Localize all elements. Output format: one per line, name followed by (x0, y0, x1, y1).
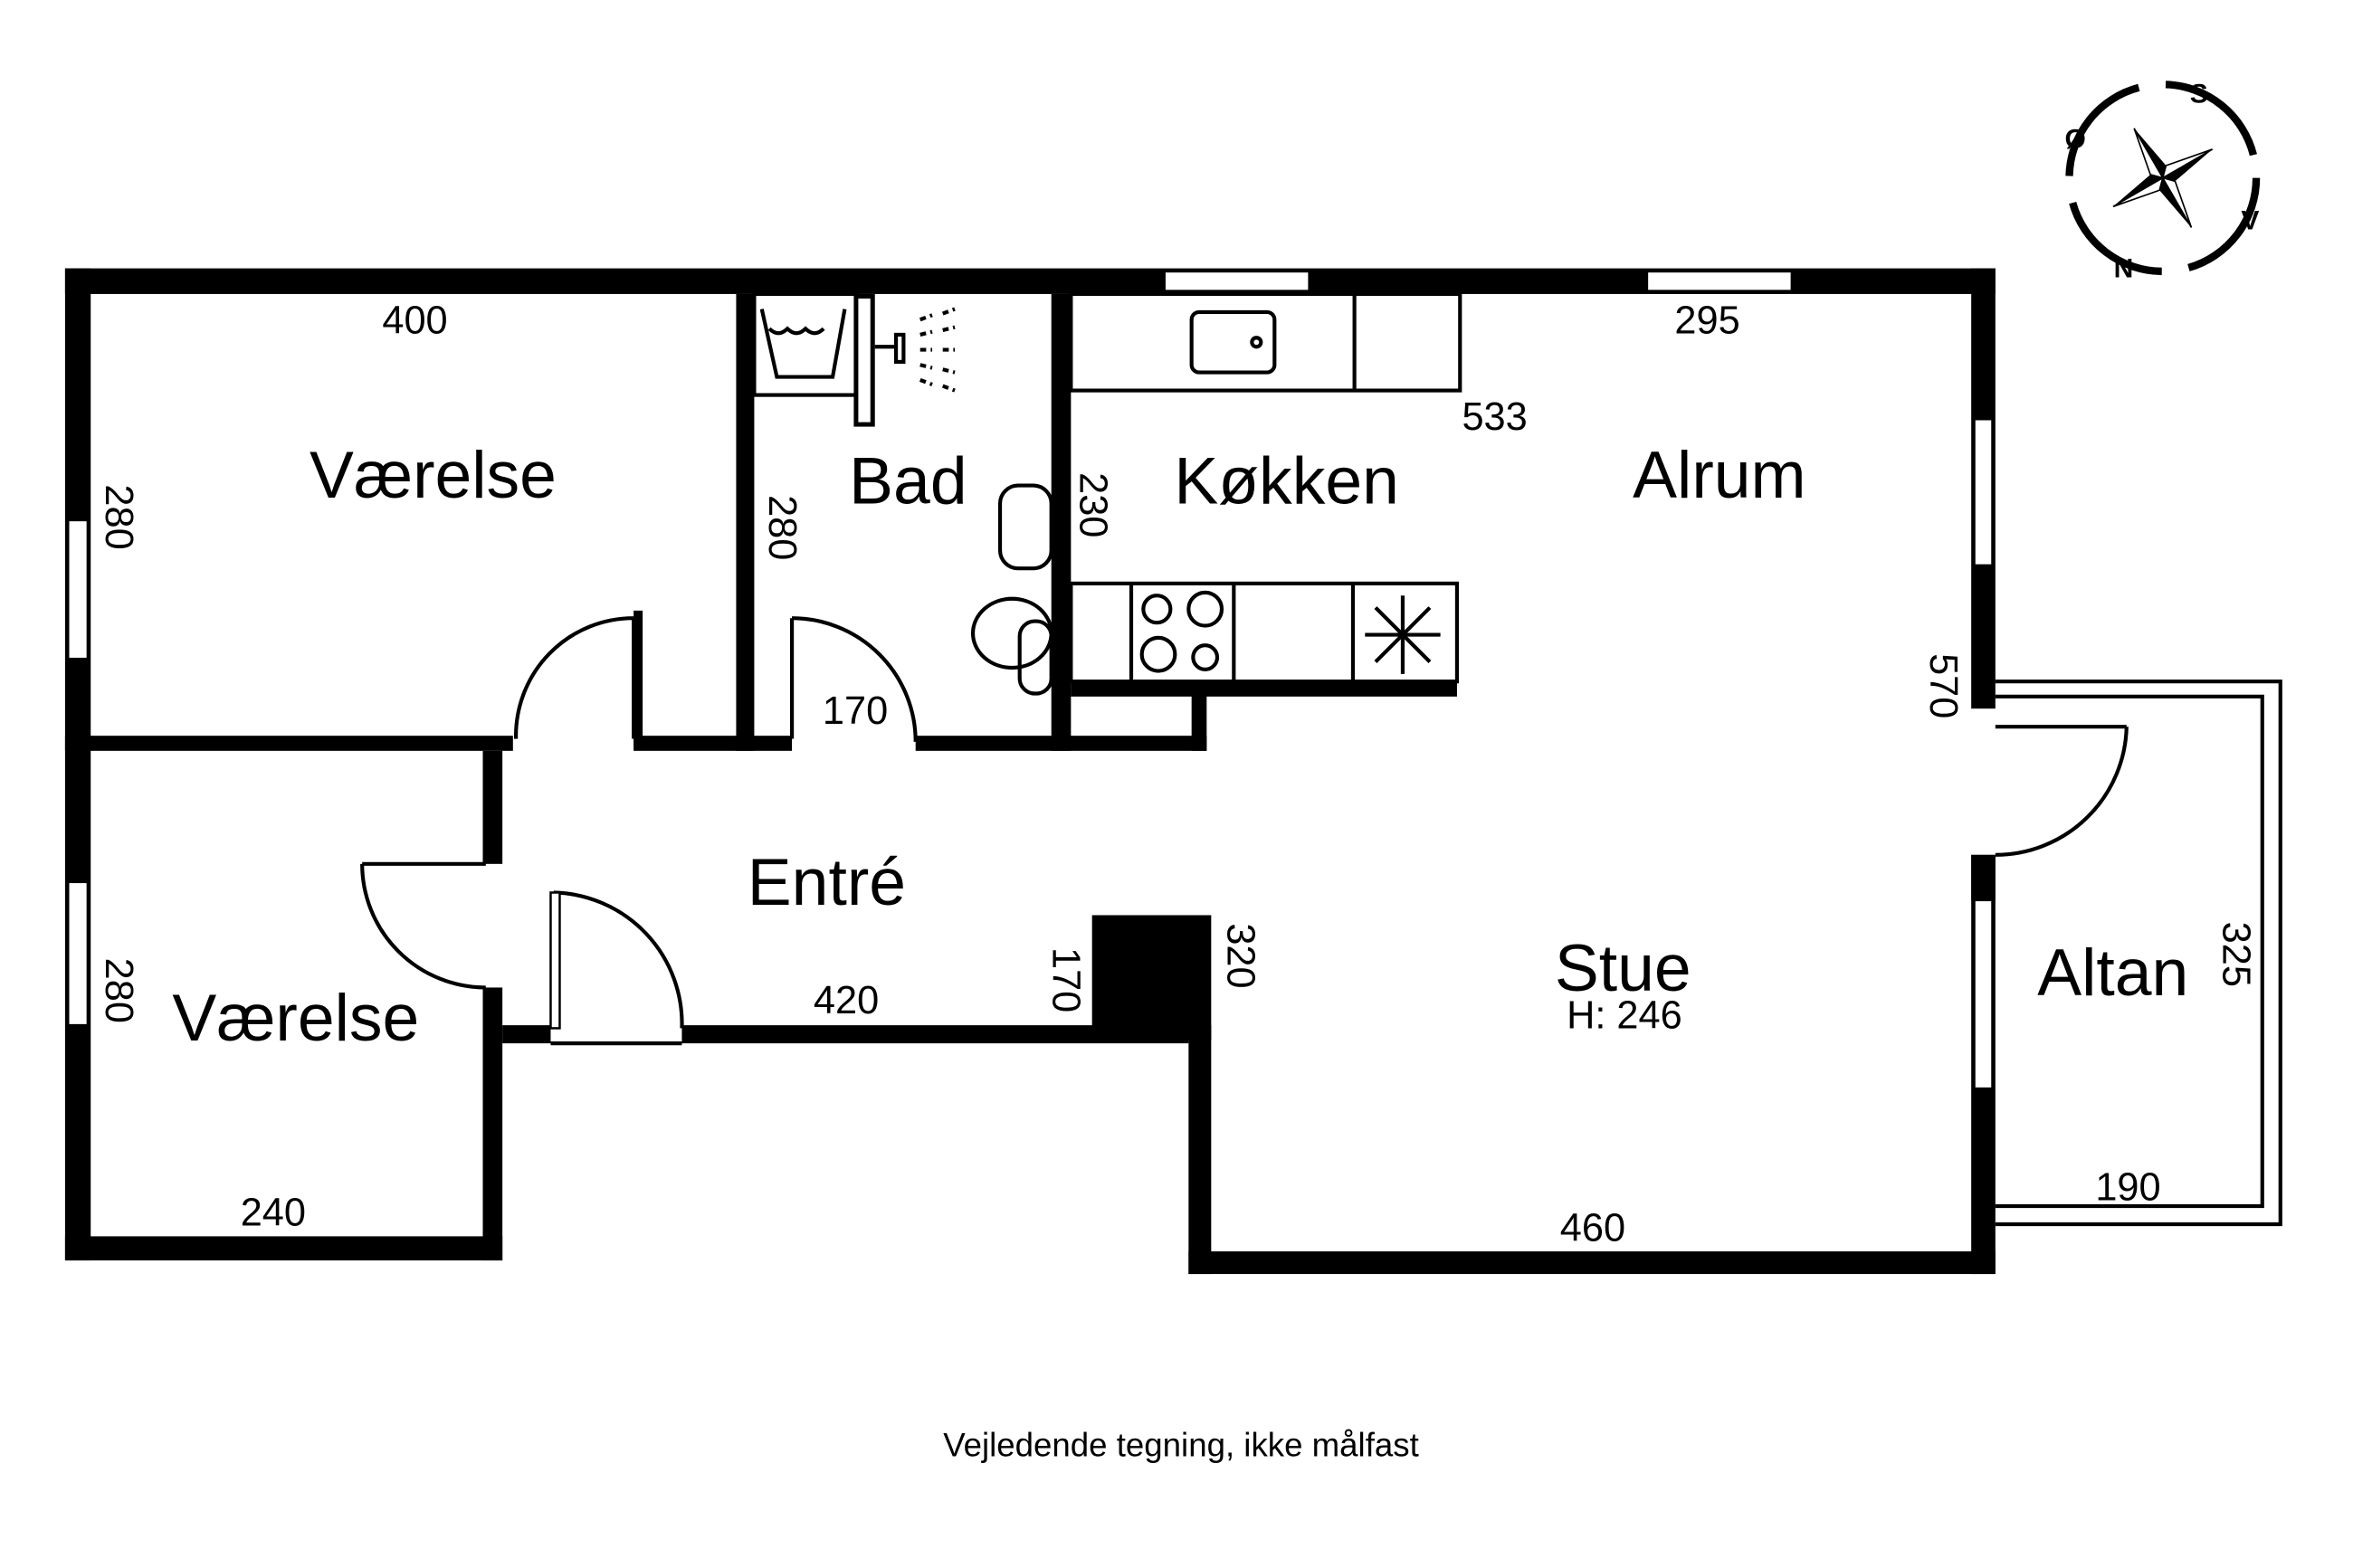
compass-o: Ø (2064, 124, 2085, 154)
compass-s: S (2190, 79, 2208, 109)
compass-v: V (2241, 205, 2259, 235)
dim-vaerelse-top-depth: 280 (97, 484, 140, 549)
dim-koekken-width: 533 (1462, 395, 1527, 439)
sink-icon (1189, 309, 1277, 375)
dim-vaerelse-bottom-width: 240 (241, 1192, 306, 1235)
room-label-vaerelse-top: Værelse (310, 438, 557, 512)
dim-stue-left: 320 (1219, 923, 1262, 988)
footer-disclaimer: Vejledende tegning, ikke målfast (943, 1427, 1419, 1464)
doors (360, 616, 2129, 1046)
room-label-alrum: Alrum (1633, 438, 1805, 512)
dim-stue-depth: 570 (1921, 653, 1965, 718)
shower-icon (893, 332, 906, 365)
stue-height: H: 246 (1567, 993, 1682, 1037)
dim-bad-door: 170 (823, 689, 888, 733)
room-label-vaerelse-bottom: Værelse (172, 981, 419, 1055)
walls (64, 268, 1996, 1275)
dim-alrum-width: 295 (1674, 299, 1739, 342)
kitchen-counters (1069, 291, 1462, 684)
dim-altan-width: 190 (2095, 1165, 2160, 1209)
bathroom-fixtures (752, 291, 1053, 696)
washbasin-icon (997, 483, 1053, 571)
dim-koekken-depth: 230 (1071, 472, 1114, 537)
room-label-koekken: Køkken (1174, 444, 1398, 518)
fan-icon (1365, 595, 1441, 674)
dim-entre-depth: 170 (1043, 947, 1087, 1012)
stove-icon (1139, 590, 1224, 673)
altan-railing (1995, 679, 2282, 1227)
room-label-bad: Bad (849, 444, 967, 518)
washing-machine-icon (759, 309, 847, 379)
compass-n: N (2114, 254, 2134, 284)
room-label-altan: Altan (2037, 936, 2188, 1010)
dim-vaerelse-top-width: 400 (382, 299, 447, 342)
room-label-stue: Stue (1555, 931, 1691, 1005)
room-label-entre: Entré (748, 845, 906, 919)
toilet-icon (970, 596, 1053, 670)
dim-vaerelse-bottom-depth: 280 (97, 958, 140, 1023)
dim-altan-depth: 325 (2214, 922, 2257, 987)
dim-stue-width: 460 (1560, 1206, 1625, 1250)
dim-bad-depth: 280 (760, 495, 804, 560)
compass-icon: S Ø V N (2064, 79, 2261, 284)
windows (66, 270, 1997, 1090)
dim-entre-width: 420 (814, 979, 879, 1022)
